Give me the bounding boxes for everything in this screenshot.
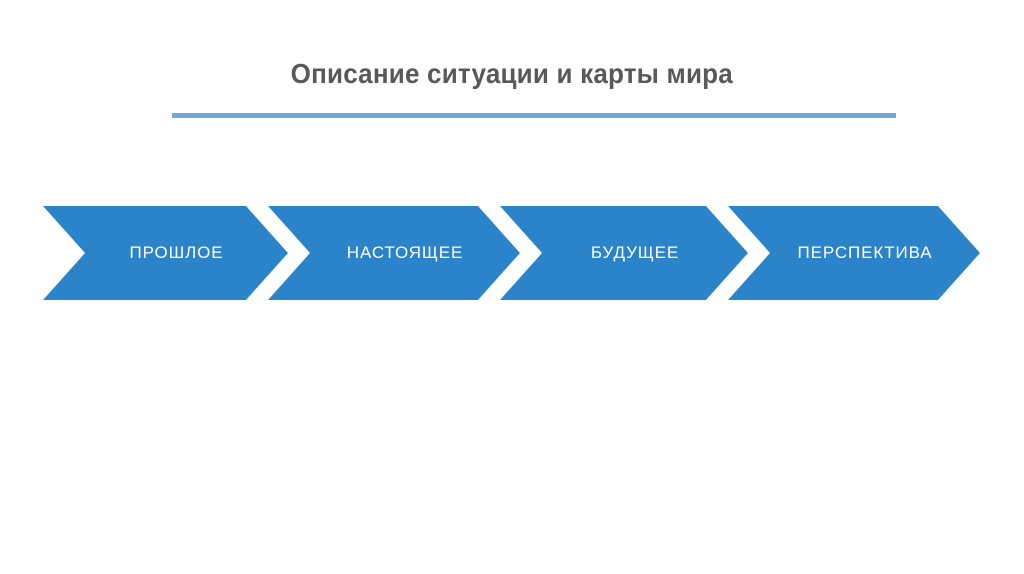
title-underline-rule: [172, 113, 896, 118]
process-chevron-band: ПРОШЛОЕ НАСТОЯЩЕЕ БУДУЩЕЕ ПЕРСПЕКТИВА: [0, 206, 1024, 300]
process-step-proshloe[interactable]: ПРОШЛОЕ: [43, 206, 288, 300]
process-step-perspektiva[interactable]: ПЕРСПЕКТИВА: [728, 206, 980, 300]
process-step-nastoyashchee[interactable]: НАСТОЯЩЕЕ: [268, 206, 520, 300]
process-step-budushchee[interactable]: БУДУЩЕЕ: [500, 206, 748, 300]
page-title: Описание ситуации и карты мира: [290, 58, 734, 89]
process-step-label: БУДУЩЕЕ: [590, 243, 680, 262]
process-step-label: ПЕРСПЕКТИВА: [797, 243, 933, 262]
process-step-label: НАСТОЯЩЕЕ: [346, 243, 464, 262]
title-block: Описание ситуации и карты мира: [0, 56, 1024, 100]
process-step-label: ПРОШЛОЕ: [129, 243, 224, 262]
